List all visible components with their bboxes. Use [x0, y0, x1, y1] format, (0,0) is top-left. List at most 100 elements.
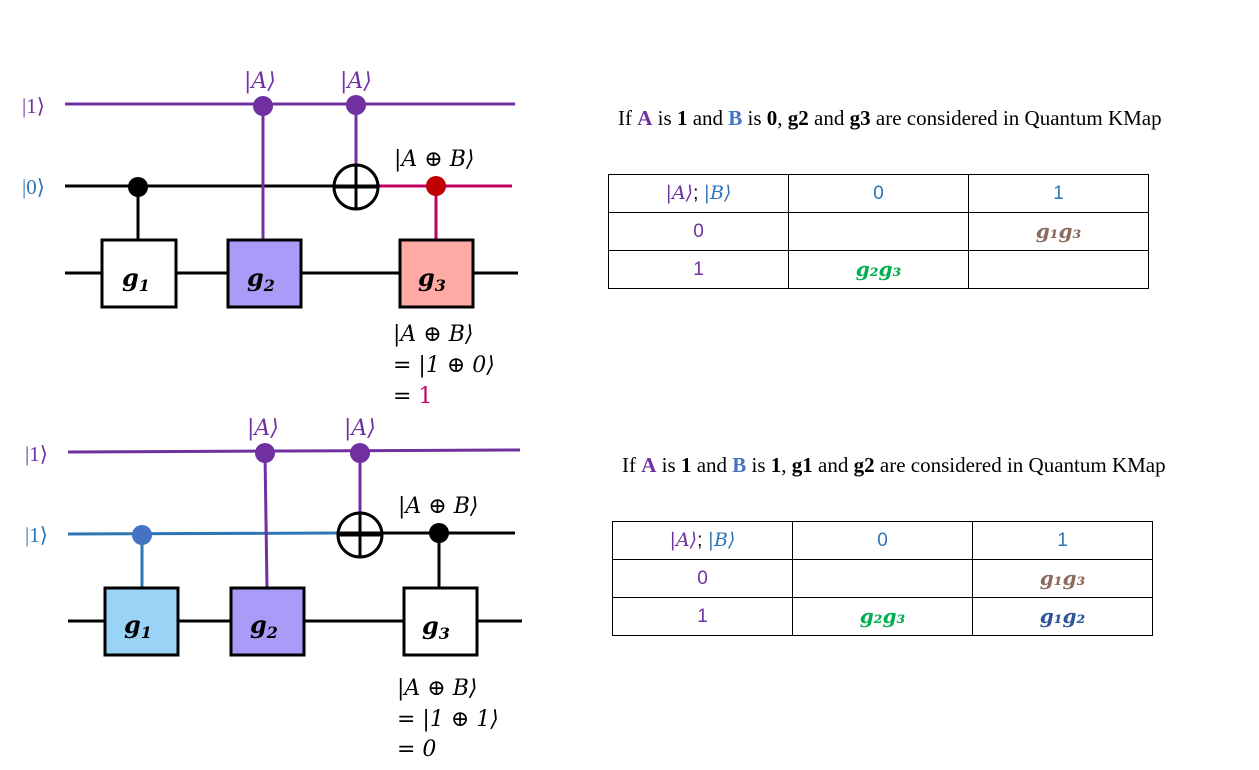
caption-text: and: [812, 453, 854, 477]
caption-text: ,: [781, 453, 792, 477]
top-gate-g2-label: g2: [247, 263, 275, 295]
caption-text: and: [691, 453, 733, 477]
bottom-control-dot-cnot: [350, 443, 370, 463]
bottom-control-label-1: |A⟩: [247, 416, 279, 441]
bottom-gate-g2-label: g2: [250, 610, 278, 642]
kmap-col-1: 1: [968, 174, 1149, 213]
bottom-gate-g3: [402, 586, 479, 657]
top-control-dot-g2: [253, 96, 273, 116]
caption-value-b: 0: [766, 106, 778, 130]
top-circuit: |1⟩ |0⟩ |A⟩ |A⟩ |A ⊕ B⟩ g1 g2 g3 |: [22, 69, 518, 409]
top-caption: If A is 1 and B is 0, g2 and g3 are cons…: [618, 106, 1162, 131]
kmap-cell-r0c0: [792, 559, 973, 598]
kmap-row: 0 g₁g₃: [612, 559, 1153, 598]
corner-b: |B⟩: [707, 529, 736, 551]
caption-a: A: [641, 453, 657, 477]
kmap-col-1: 1: [972, 521, 1153, 560]
caption-value-b: 1: [770, 453, 782, 477]
top-xor-label: |A ⊕ B⟩: [394, 147, 474, 172]
caption-text: and: [687, 106, 729, 130]
kmap-row-1: 1: [608, 250, 789, 289]
kmap-cell-r1c1: g₁g₂: [972, 597, 1153, 636]
kmap-cell-r1c0: g₂g₃: [792, 597, 973, 636]
top-result-line2: = |1 ⊕ 0⟩: [393, 353, 495, 378]
kmap-row-0: 0: [612, 559, 793, 598]
bottom-kmap: |A⟩; |B⟩ 0 1 0 g₁g₃ 1 g₂g₃ g₁g₂: [612, 521, 1153, 636]
bottom-xor-label: |A ⊕ B⟩: [398, 494, 478, 519]
caption-gate-1: g2: [787, 106, 809, 130]
caption-b: B: [728, 106, 743, 130]
bottom-wire-q0: [67, 448, 521, 454]
caption-text: If: [622, 453, 642, 477]
kmap-term: g₁g₃: [1035, 219, 1082, 243]
top-kmap: |A⟩; |B⟩ 0 1 0 g₁g₃ 1 g₂g₃: [608, 174, 1149, 289]
bottom-caption: If A is 1 and B is 1, g1 and g2 are cons…: [622, 453, 1166, 478]
kmap-row: 0 g₁g₃: [608, 212, 1149, 251]
corner-a: |A⟩: [665, 182, 694, 204]
caption-text: ,: [777, 106, 788, 130]
kmap-header-row: |A⟩; |B⟩ 0 1: [608, 174, 1149, 213]
bottom-result-line1: |A ⊕ B⟩: [397, 676, 477, 701]
kmap-row: 1 g₂g₃: [608, 250, 1149, 289]
kmap-cell-r1c0: g₂g₃: [788, 250, 969, 289]
kmap-cell-r0c1: g₁g₃: [972, 559, 1153, 598]
kmap-cell-r0c1: g₁g₃: [968, 212, 1149, 251]
bottom-wire-q1: [67, 531, 341, 536]
top-result-line3: = 1: [393, 384, 432, 409]
bottom-gate-g3-label: g3: [422, 611, 450, 643]
caption-gate-2: g2: [853, 453, 875, 477]
bottom-result-line3: = 0: [397, 737, 436, 762]
caption-text: and: [808, 106, 850, 130]
top-gate-g3-label: g3: [418, 263, 446, 295]
kmap-col-0: 0: [792, 521, 973, 560]
top-control-dot-g3: [426, 176, 446, 196]
top-gate-g1-label: g1: [122, 263, 150, 295]
caption-b: B: [732, 453, 747, 477]
caption-a: A: [637, 106, 653, 130]
kmap-corner: |A⟩; |B⟩: [608, 174, 789, 213]
bottom-control-dot-g3: [429, 523, 449, 543]
bottom-result-line2: = |1 ⊕ 1⟩: [397, 707, 499, 732]
top-result-line1: |A ⊕ B⟩: [393, 322, 473, 347]
caption-text: is: [656, 453, 681, 477]
corner-a: |A⟩: [669, 529, 698, 551]
corner-sep: ;: [697, 530, 708, 551]
bottom-gate-g1: [103, 586, 180, 657]
top-gate-g2: [226, 238, 303, 309]
kmap-header-row: |A⟩; |B⟩ 0 1: [612, 521, 1153, 560]
top-control-label-1: |A⟩: [244, 69, 276, 94]
kmap-col-0: 0: [788, 174, 969, 213]
kmap-cell-r0c0: [788, 212, 969, 251]
top-gate-g1: [100, 238, 178, 309]
bottom-input-q0: |1⟩: [25, 442, 48, 466]
caption-text: are considered in Quantum KMap: [870, 106, 1162, 130]
bottom-control-dot-g2: [255, 443, 275, 463]
kmap-term: g₂g₃: [859, 604, 906, 628]
top-input-q1: |0⟩: [22, 175, 45, 199]
kmap-term: g₁g₃: [1039, 566, 1086, 590]
bottom-gate-g1-label: g1: [124, 610, 152, 642]
top-input-q0: |1⟩: [22, 94, 45, 118]
caption-text: is: [742, 106, 767, 130]
caption-value-a: 1: [676, 106, 688, 130]
bottom-input-q1: |1⟩: [25, 523, 48, 547]
kmap-term: g₂g₃: [855, 257, 902, 281]
corner-sep: ;: [693, 183, 704, 204]
top-control-dot-cnot: [346, 95, 366, 115]
bottom-control-line-g2: [263, 453, 269, 589]
kmap-corner: |A⟩; |B⟩: [612, 521, 793, 560]
caption-value-a: 1: [680, 453, 692, 477]
caption-text: If: [618, 106, 638, 130]
bottom-control-label-2: |A⟩: [344, 416, 376, 441]
caption-text: are considered in Quantum KMap: [874, 453, 1166, 477]
kmap-row-1: 1: [612, 597, 793, 636]
caption-gate-2: g3: [849, 106, 871, 130]
kmap-row: 1 g₂g₃ g₁g₂: [612, 597, 1153, 636]
top-control-dot-g1: [128, 177, 148, 197]
corner-b: |B⟩: [703, 182, 732, 204]
caption-text: is: [746, 453, 771, 477]
kmap-row-0: 0: [608, 212, 789, 251]
caption-text: is: [652, 106, 677, 130]
kmap-cell-r1c1: [968, 250, 1149, 289]
